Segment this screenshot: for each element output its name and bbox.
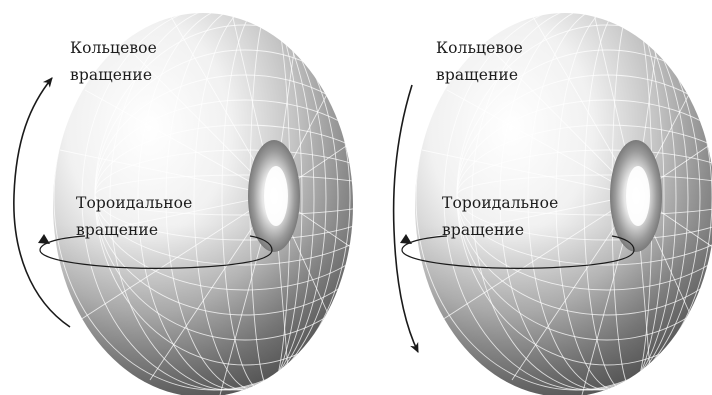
ring-rotation-label-left-line2: вращение: [70, 66, 153, 84]
toroidal-rotation-label-left-line2: вращение: [76, 221, 159, 239]
ring-rotation-label-right-line1: Кольцевое: [436, 39, 523, 57]
ring-rotation-label-right-line2: вращение: [436, 66, 519, 84]
toroidal-rotation-arrowhead-left: [38, 234, 50, 244]
toroidal-rotation-label-right-line2: вращение: [442, 221, 525, 239]
ring-rotation-arrow-left: [13, 77, 71, 328]
toroidal-rotation-arrowhead-right: [400, 234, 412, 244]
ring-rotation-label-left-line1: Кольцевое: [70, 39, 157, 57]
toroidal-rotation-loop-left: [39, 235, 273, 269]
torus-left: [53, 13, 353, 395]
toroidal-rotation-label-right-line1: Тороидальное: [442, 194, 559, 212]
torus-right: [415, 13, 712, 395]
ring-rotation-arrow-right: [392, 84, 419, 354]
toroidal-rotation-loop-right: [401, 235, 635, 269]
toroidal-rotation-label-left-line1: Тороидальное: [76, 194, 193, 212]
